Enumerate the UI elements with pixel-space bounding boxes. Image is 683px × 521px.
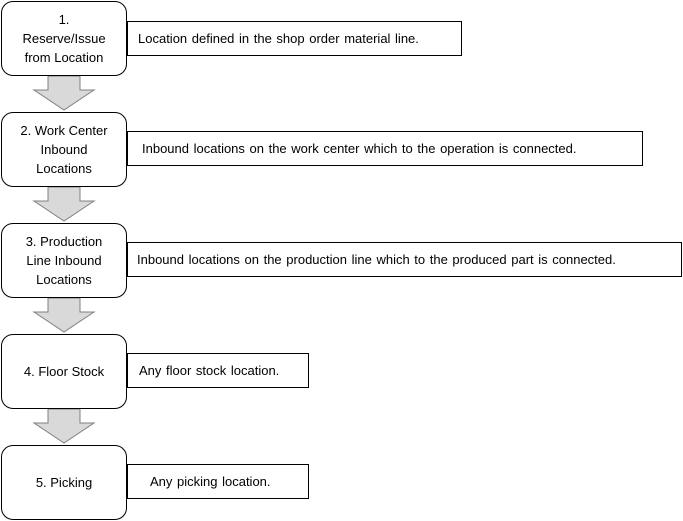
step-5-box: 5. Picking — [1, 445, 127, 520]
step-1-label: 1. Reserve/Issue from Location — [22, 12, 106, 65]
step-3-label: 3. Production Line Inbound Locations — [25, 234, 103, 287]
step-3-description: Inbound locations on the production line… — [137, 252, 616, 267]
down-arrow-3 — [32, 298, 96, 333]
step-5-description: Any picking location. — [150, 474, 271, 489]
down-arrow-2 — [32, 187, 96, 222]
step-1-description-box: Location defined in the shop order mater… — [127, 21, 462, 56]
step-4-box: 4. Floor Stock — [1, 334, 127, 409]
step-4-description: Any floor stock location. — [139, 363, 280, 378]
step-5-label: 5. Picking — [35, 475, 93, 490]
step-2-box: 2. Work Center Inbound Locations — [1, 112, 127, 187]
down-arrow-4 — [32, 409, 96, 444]
step-2-label: 2. Work Center Inbound Locations — [20, 123, 108, 176]
step-2-description: Inbound locations on the work center whi… — [142, 141, 577, 156]
step-2-description-box: Inbound locations on the work center whi… — [127, 131, 643, 166]
step-5-description-box: Any picking location. — [127, 464, 309, 499]
step-4-description-box: Any floor stock location. — [127, 353, 309, 388]
step-1-box: 1. Reserve/Issue from Location — [1, 1, 127, 76]
step-3-box: 3. Production Line Inbound Locations — [1, 223, 127, 298]
step-3-description-box: Inbound locations on the production line… — [127, 242, 682, 277]
step-1-description: Location defined in the shop order mater… — [138, 31, 419, 46]
step-4-label: 4. Floor Stock — [23, 364, 105, 379]
down-arrow-1 — [32, 76, 96, 111]
